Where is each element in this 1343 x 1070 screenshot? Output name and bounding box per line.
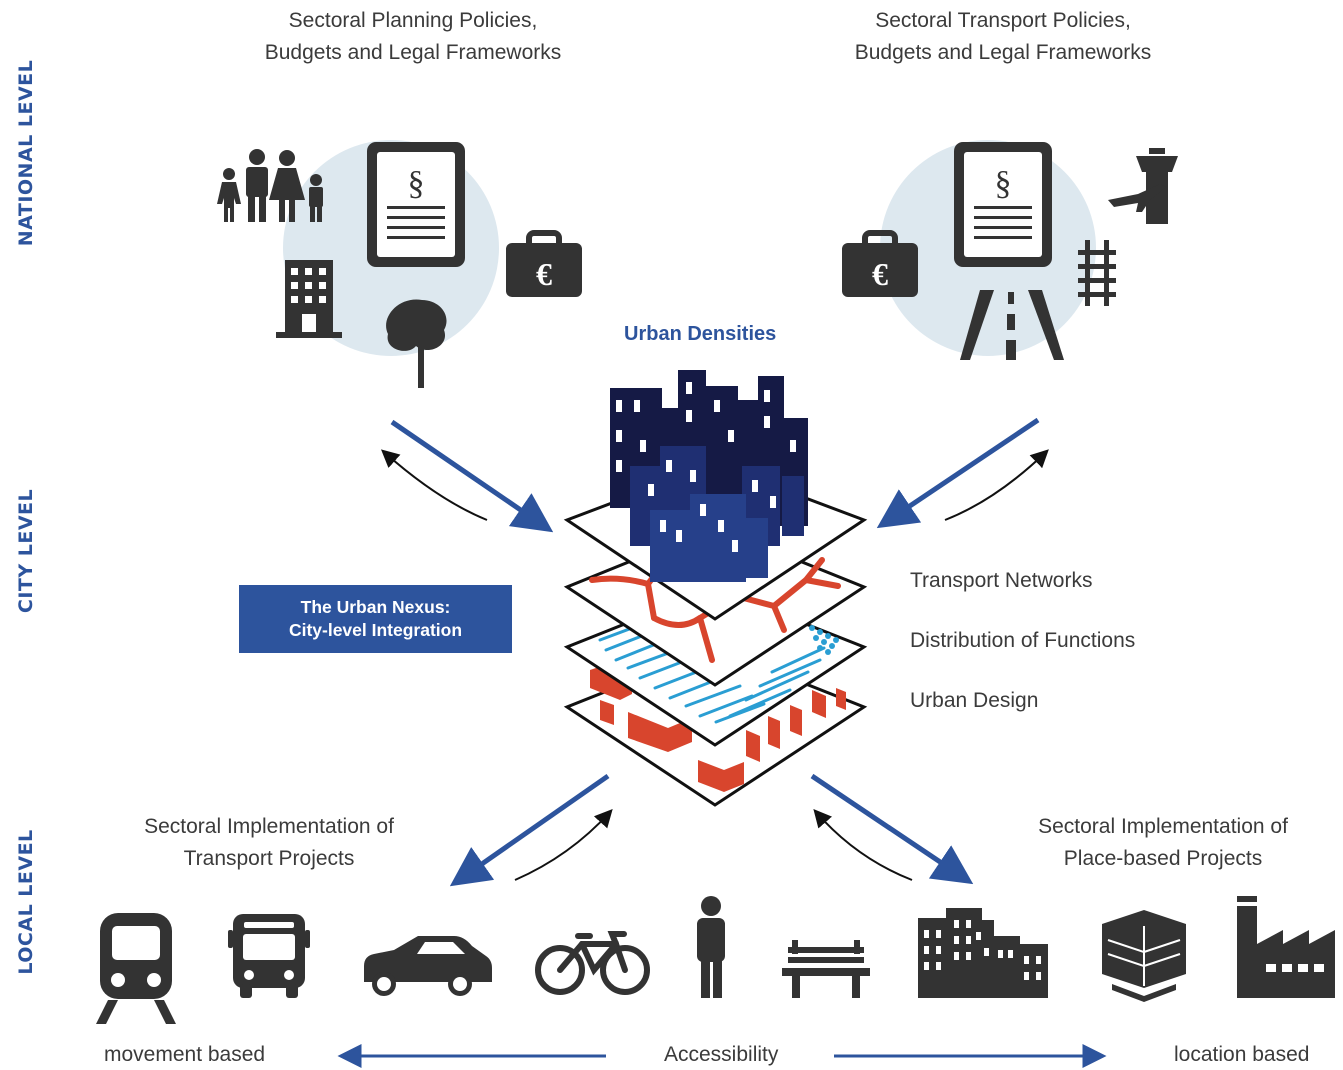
arrow-to-transport-projects [449, 773, 610, 887]
factory-icon [1237, 896, 1335, 998]
transport-projects-line-2: Transport Projects [183, 847, 355, 870]
nexus-box-line-1: The Urban Nexus: [300, 597, 451, 617]
family-icon [217, 149, 323, 222]
railway-icon [1078, 240, 1116, 306]
bus-icon [228, 914, 310, 998]
car-icon [364, 936, 492, 996]
euro-briefcase-icon-right [842, 230, 918, 297]
layer-label-urban-design: Urban Design [910, 689, 1039, 712]
place-projects-caption: Sectoral Implementation of Place-based P… [1038, 811, 1288, 875]
planning-caption-line-2: Budgets and Legal Frameworks [264, 41, 562, 64]
modern-building-icon [1102, 910, 1186, 1002]
arrow-transport-up [944, 449, 1049, 521]
layer-label-distribution-of-functions: Distribution of Functions [910, 629, 1136, 652]
euro-briefcase-icon-left [506, 230, 582, 297]
city-buildings-icon [918, 908, 1048, 998]
office-building-icon [276, 260, 342, 338]
transport-projects-caption: Sectoral Implementation of Transport Pro… [144, 811, 394, 875]
transport-projects-line-1: Sectoral Implementation of [144, 815, 394, 838]
city-skyline-icon [610, 370, 808, 582]
transport-policy-caption: Sectoral Transport Policies, Budgets and… [855, 5, 1152, 69]
urban-nexus-box: The Urban Nexus: City-level Integration [239, 585, 512, 653]
euro-symbol-right: € [872, 256, 888, 292]
airport-tower-icon [1108, 148, 1178, 224]
euro-symbol-left: € [536, 256, 552, 292]
movement-based-label: movement based [104, 1043, 266, 1066]
section-symbol-right: § [995, 165, 1012, 202]
transport-caption-line-2: Budgets and Legal Frameworks [854, 41, 1152, 64]
tree-icon [386, 299, 447, 388]
location-based-label: location based [1174, 1043, 1310, 1066]
section-symbol-left: § [408, 165, 425, 202]
urban-densities-title: Urban Densities [624, 323, 777, 345]
train-icon [96, 913, 176, 1024]
arrow-transport-down [876, 417, 1040, 529]
arrow-to-place-projects [810, 773, 974, 885]
planning-policy-caption: Sectoral Planning Policies, Budgets and … [265, 5, 562, 69]
arrow-planning-down [390, 419, 554, 533]
bench-icon [782, 940, 870, 998]
bicycle-icon [535, 931, 650, 995]
accessibility-label: Accessibility [664, 1043, 779, 1066]
nexus-box-line-2: City-level Integration [288, 620, 463, 640]
arrow-from-place-projects [813, 808, 913, 881]
planning-caption-line-1: Sectoral Planning Policies, [288, 9, 538, 32]
transport-caption-line-1: Sectoral Transport Policies, [875, 9, 1131, 32]
place-projects-line-1: Sectoral Implementation of [1038, 815, 1288, 838]
arrow-from-transport-projects [514, 809, 613, 881]
pedestrian-icon [697, 896, 725, 998]
road-icon [960, 290, 1064, 360]
arrow-planning-up [381, 449, 488, 521]
place-projects-line-2: Place-based Projects [1063, 847, 1263, 870]
legal-document-icon-right [954, 142, 1052, 267]
layer-label-transport-networks: Transport Networks [910, 569, 1093, 592]
legal-document-icon-left [367, 142, 465, 267]
